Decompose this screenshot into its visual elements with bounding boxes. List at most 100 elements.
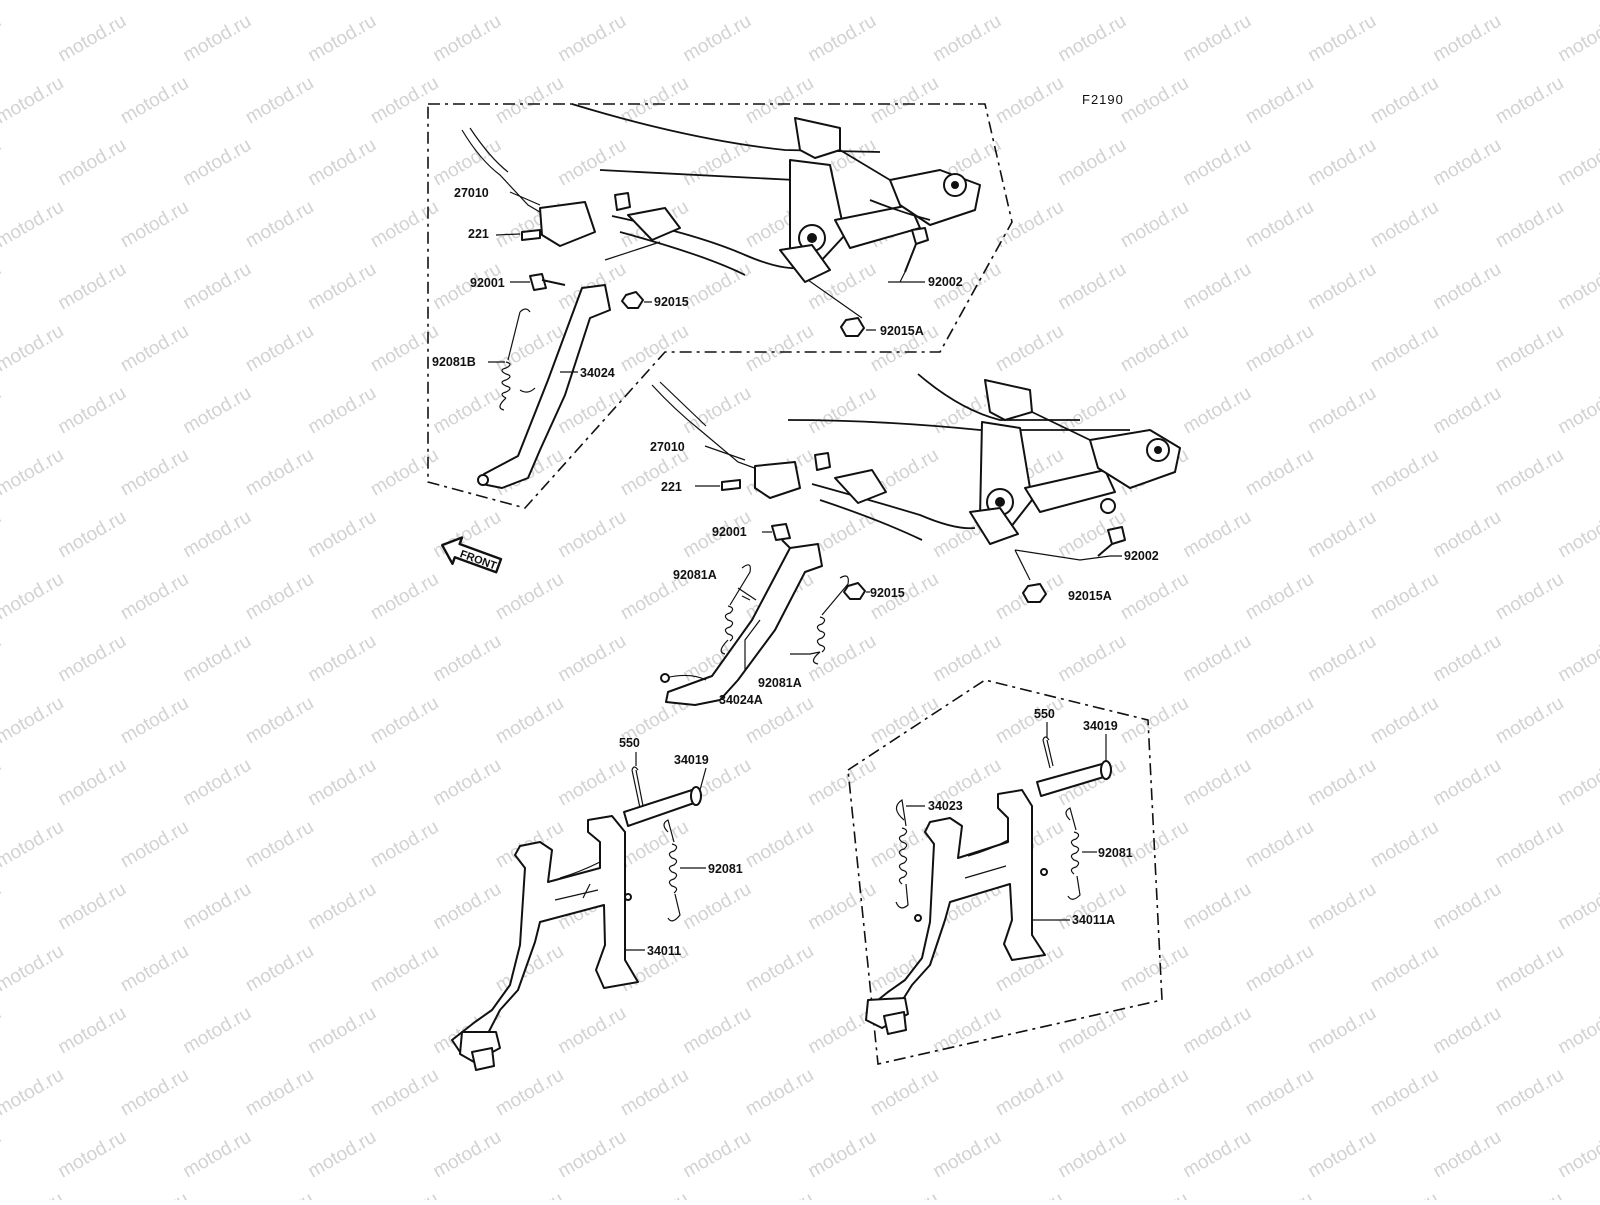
watermark-text: motod.ru — [1055, 631, 1130, 687]
watermark-text: motod.ru — [367, 0, 442, 4]
watermark-text: motod.ru — [430, 383, 505, 439]
watermark-text: motod.ru — [1055, 259, 1130, 315]
watermark-text: motod.ru — [1367, 445, 1442, 501]
watermark-text: motod.ru — [1492, 693, 1567, 749]
watermark-text: motod.ru — [1305, 507, 1380, 563]
watermark-text: motod.ru — [992, 1189, 1067, 1200]
watermark-text: motod.ru — [805, 1127, 880, 1183]
watermark-text: motod.ru — [992, 0, 1067, 4]
watermark-text: motod.ru — [1430, 135, 1505, 191]
watermark-text: motod.ru — [180, 383, 255, 439]
watermark-text: motod.ru — [1430, 11, 1505, 67]
watermark-text: motod.ru — [1367, 321, 1442, 377]
watermark-text: motod.ru — [1555, 1003, 1600, 1059]
callout-92001-middle: 92001 — [712, 525, 747, 539]
watermark-text: motod.ru — [305, 755, 380, 811]
watermark-text: motod.ru — [117, 197, 192, 253]
watermark-text: motod.ru — [367, 1065, 442, 1121]
watermark-text: motod.ru — [55, 755, 130, 811]
watermark-text: motod.ru — [1492, 1065, 1567, 1121]
watermark-text: motod.ru — [242, 1065, 317, 1121]
watermark-text: motod.ru — [1367, 0, 1442, 4]
frame-illustration-upper — [572, 104, 980, 282]
watermark-text: motod.ru — [0, 259, 5, 315]
watermark-text: motod.ru — [0, 135, 5, 191]
watermark-text: motod.ru — [1055, 135, 1130, 191]
watermark-text: motod.ru — [242, 0, 317, 4]
watermark-text: motod.ru — [492, 73, 567, 129]
watermark-text: motod.ru — [430, 1127, 505, 1183]
watermark-text: motod.ru — [117, 1065, 192, 1121]
watermark-text: motod.ru — [1367, 941, 1442, 997]
watermark-text: motod.ru — [55, 507, 130, 563]
watermark-text: motod.ru — [1117, 0, 1192, 4]
watermark-text: motod.ru — [430, 631, 505, 687]
watermark-text: motod.ru — [1117, 197, 1192, 253]
pivot-shaft-34019-left — [624, 790, 697, 826]
watermark-text: motod.ru — [180, 1003, 255, 1059]
watermark-text: motod.ru — [1180, 1127, 1255, 1183]
watermark-text: motod.ru — [1055, 1127, 1130, 1183]
watermark-text: motod.ru — [992, 197, 1067, 253]
watermark-text: motod.ru — [1180, 135, 1255, 191]
watermark-text: motod.ru — [555, 507, 630, 563]
watermark-text: motod.ru — [0, 197, 67, 253]
watermark-text: motod.ru — [742, 941, 817, 997]
watermark-text: motod.ru — [680, 135, 755, 191]
watermark-text: motod.ru — [305, 383, 380, 439]
watermark-text: motod.ru — [117, 941, 192, 997]
watermark-text: motod.ru — [0, 11, 5, 67]
watermark-text: motod.ru — [742, 1065, 817, 1121]
watermark-text: motod.ru — [1555, 135, 1600, 191]
watermark-text: motod.ru — [1555, 11, 1600, 67]
watermark-text: motod.ru — [617, 1189, 692, 1200]
watermark-text: motod.ru — [242, 321, 317, 377]
watermark-text: motod.ru — [1180, 383, 1255, 439]
watermark-text: motod.ru — [0, 817, 67, 873]
cotter-pin-550-left — [632, 767, 643, 808]
watermark-text: motod.ru — [1117, 321, 1192, 377]
watermark-text: motod.ru — [1117, 73, 1192, 129]
callout-92015-middle: 92015 — [870, 586, 905, 600]
watermark-text: motod.ru — [305, 879, 380, 935]
watermark-text: motod.ru — [55, 631, 130, 687]
watermark-text: motod.ru — [1555, 879, 1600, 935]
watermark-text: motod.ru — [1492, 1189, 1567, 1200]
watermark-text: motod.ru — [1180, 879, 1255, 935]
watermark-text: motod.ru — [680, 259, 755, 315]
bolt-92002-upper — [905, 228, 928, 272]
watermark-text: motod.ru — [1117, 693, 1192, 749]
bolt-92001-middle — [772, 524, 790, 548]
watermark-text: motod.ru — [117, 569, 192, 625]
watermark-text: motod.ru — [117, 817, 192, 873]
watermark-text: motod.ru — [180, 1127, 255, 1183]
watermark-text: motod.ru — [617, 1065, 692, 1121]
watermark-text: motod.ru — [1367, 1065, 1442, 1121]
watermark-text: motod.ru — [1555, 259, 1600, 315]
watermark-text: motod.ru — [1367, 693, 1442, 749]
watermark-text: motod.ru — [1117, 569, 1192, 625]
watermark-text: motod.ru — [1367, 569, 1442, 625]
watermark-text: motod.ru — [1430, 383, 1505, 439]
watermark-text: motod.ru — [1305, 1003, 1380, 1059]
watermark-text: motod.ru — [367, 941, 442, 997]
watermark-text: motod.ru — [555, 631, 630, 687]
watermark-text: motod.ru — [0, 321, 67, 377]
watermark-text: motod.ru — [992, 1065, 1067, 1121]
diagram-code: F2190 — [1082, 92, 1124, 107]
watermark-text: motod.ru — [1367, 73, 1442, 129]
callout-92001-upper: 92001 — [470, 276, 505, 290]
watermark-text: motod.ru — [680, 1127, 755, 1183]
watermark-text: motod.ru — [0, 73, 67, 129]
watermark-text: motod.ru — [242, 1189, 317, 1200]
watermark-text: motod.ru — [992, 73, 1067, 129]
watermark-text: motod.ru — [1305, 11, 1380, 67]
callout-92015-upper: 92015 — [654, 295, 689, 309]
watermark-text: motod.ru — [180, 259, 255, 315]
watermark-text: motod.ru — [492, 693, 567, 749]
watermark-text: motod.ru — [367, 1189, 442, 1200]
watermark-text: motod.ru — [1242, 1189, 1317, 1200]
watermark-text: motod.ru — [930, 1003, 1005, 1059]
